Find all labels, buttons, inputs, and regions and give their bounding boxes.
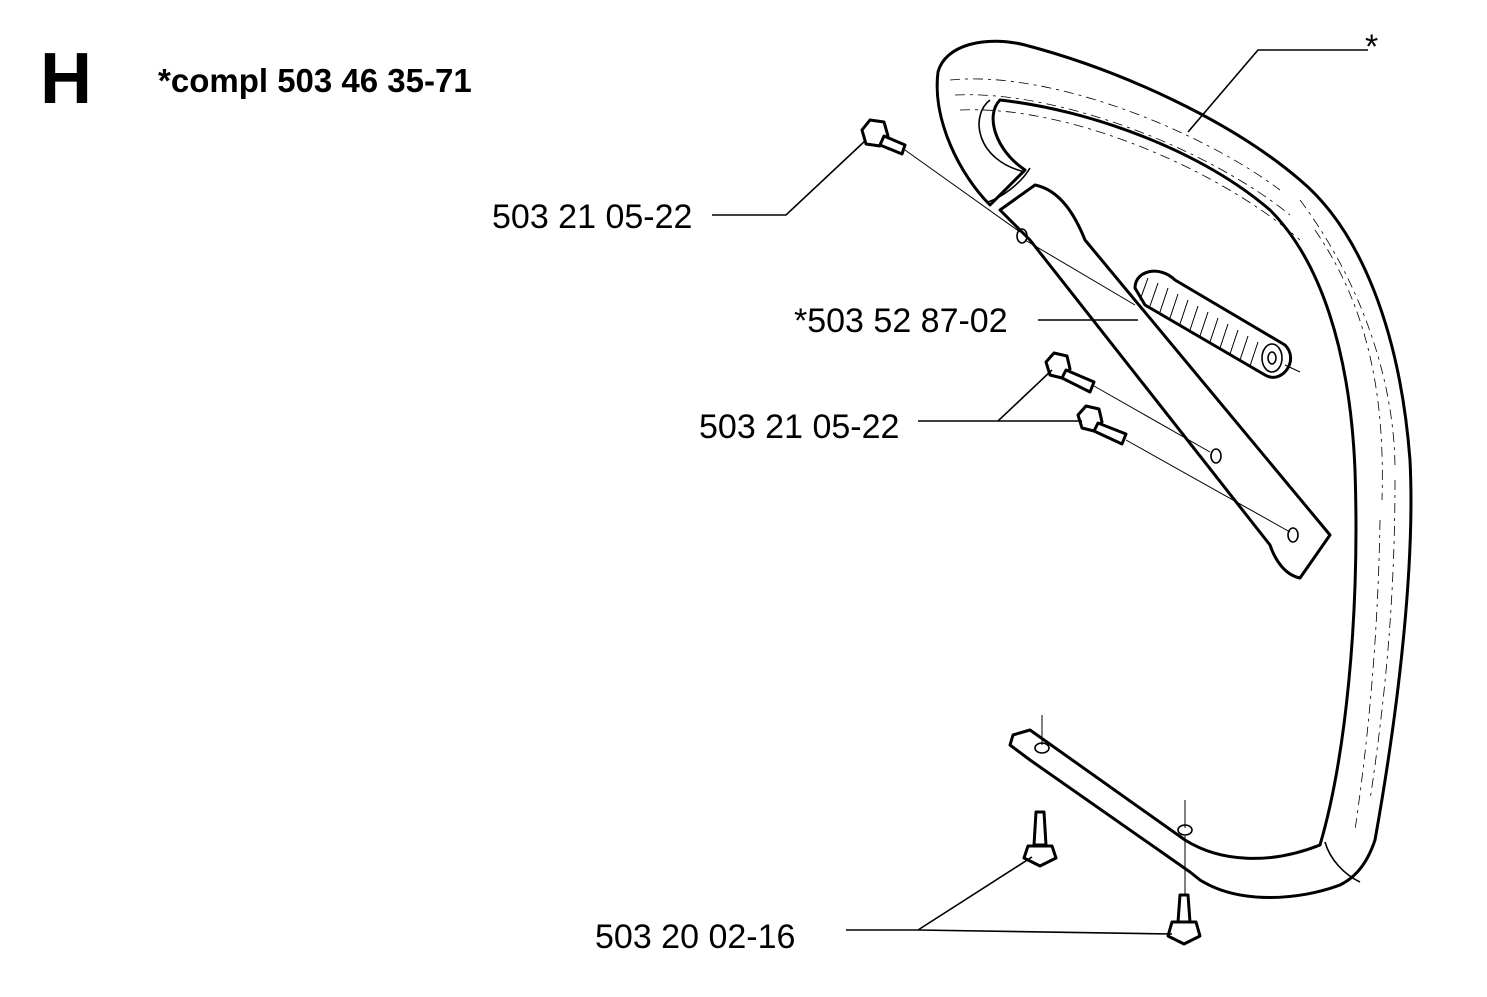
section-letter: H xyxy=(40,39,92,119)
complete-kit-label: *compl 503 46 35-71 xyxy=(158,62,472,99)
bracket-hole-1 xyxy=(1016,228,1028,244)
screws-middle-part-number: 503 21 05-22 xyxy=(699,408,899,446)
assembly-axis-lines xyxy=(904,149,1301,895)
damper-spring xyxy=(1133,269,1292,379)
handlebar-callout: * xyxy=(1365,28,1378,66)
screws-bottom-part-number: 503 20 02-16 xyxy=(595,918,795,956)
leader-lines xyxy=(712,49,1368,935)
screw-top-part-number: 503 21 05-22 xyxy=(492,198,692,236)
upper-bracket xyxy=(998,183,1332,580)
screw-bottom-2 xyxy=(1166,893,1202,946)
screw-bottom-1 xyxy=(1022,810,1058,868)
spring-part-number: *503 52 87-02 xyxy=(794,302,1008,340)
screw-middle-1 xyxy=(1044,351,1096,394)
screw-middle-2 xyxy=(1076,404,1128,446)
bracket-hole-2 xyxy=(1210,448,1222,464)
screw-top xyxy=(860,118,907,156)
front-handlebar xyxy=(935,39,1413,899)
bracket-hole-3 xyxy=(1287,527,1299,543)
